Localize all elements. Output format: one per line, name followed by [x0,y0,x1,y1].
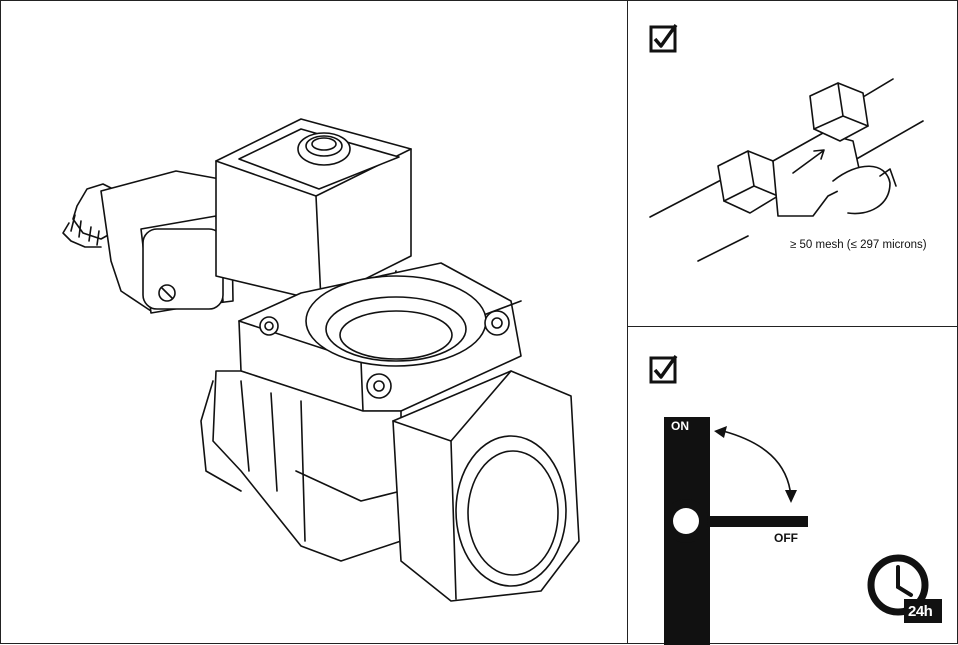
checkbox-checked-icon [649,354,678,384]
solenoid-valve-drawing [62,118,580,602]
checkbox-checked-icon [649,23,678,53]
valve-illustration-panel [0,0,628,644]
switch-panel [627,326,958,645]
lever-handle [698,516,808,527]
duration-label: 24h [908,603,933,620]
off-label: OFF [774,531,798,545]
on-label: ON [671,419,689,433]
manual-lever-drawing [664,417,942,645]
clock-icon [867,554,942,623]
mesh-requirement-label: ≥ 50 mesh (≤ 297 microns) [790,239,927,251]
strainer-panel: ≥ 50 mesh (≤ 297 microns) [627,0,958,327]
y-strainer-drawing [649,78,924,262]
